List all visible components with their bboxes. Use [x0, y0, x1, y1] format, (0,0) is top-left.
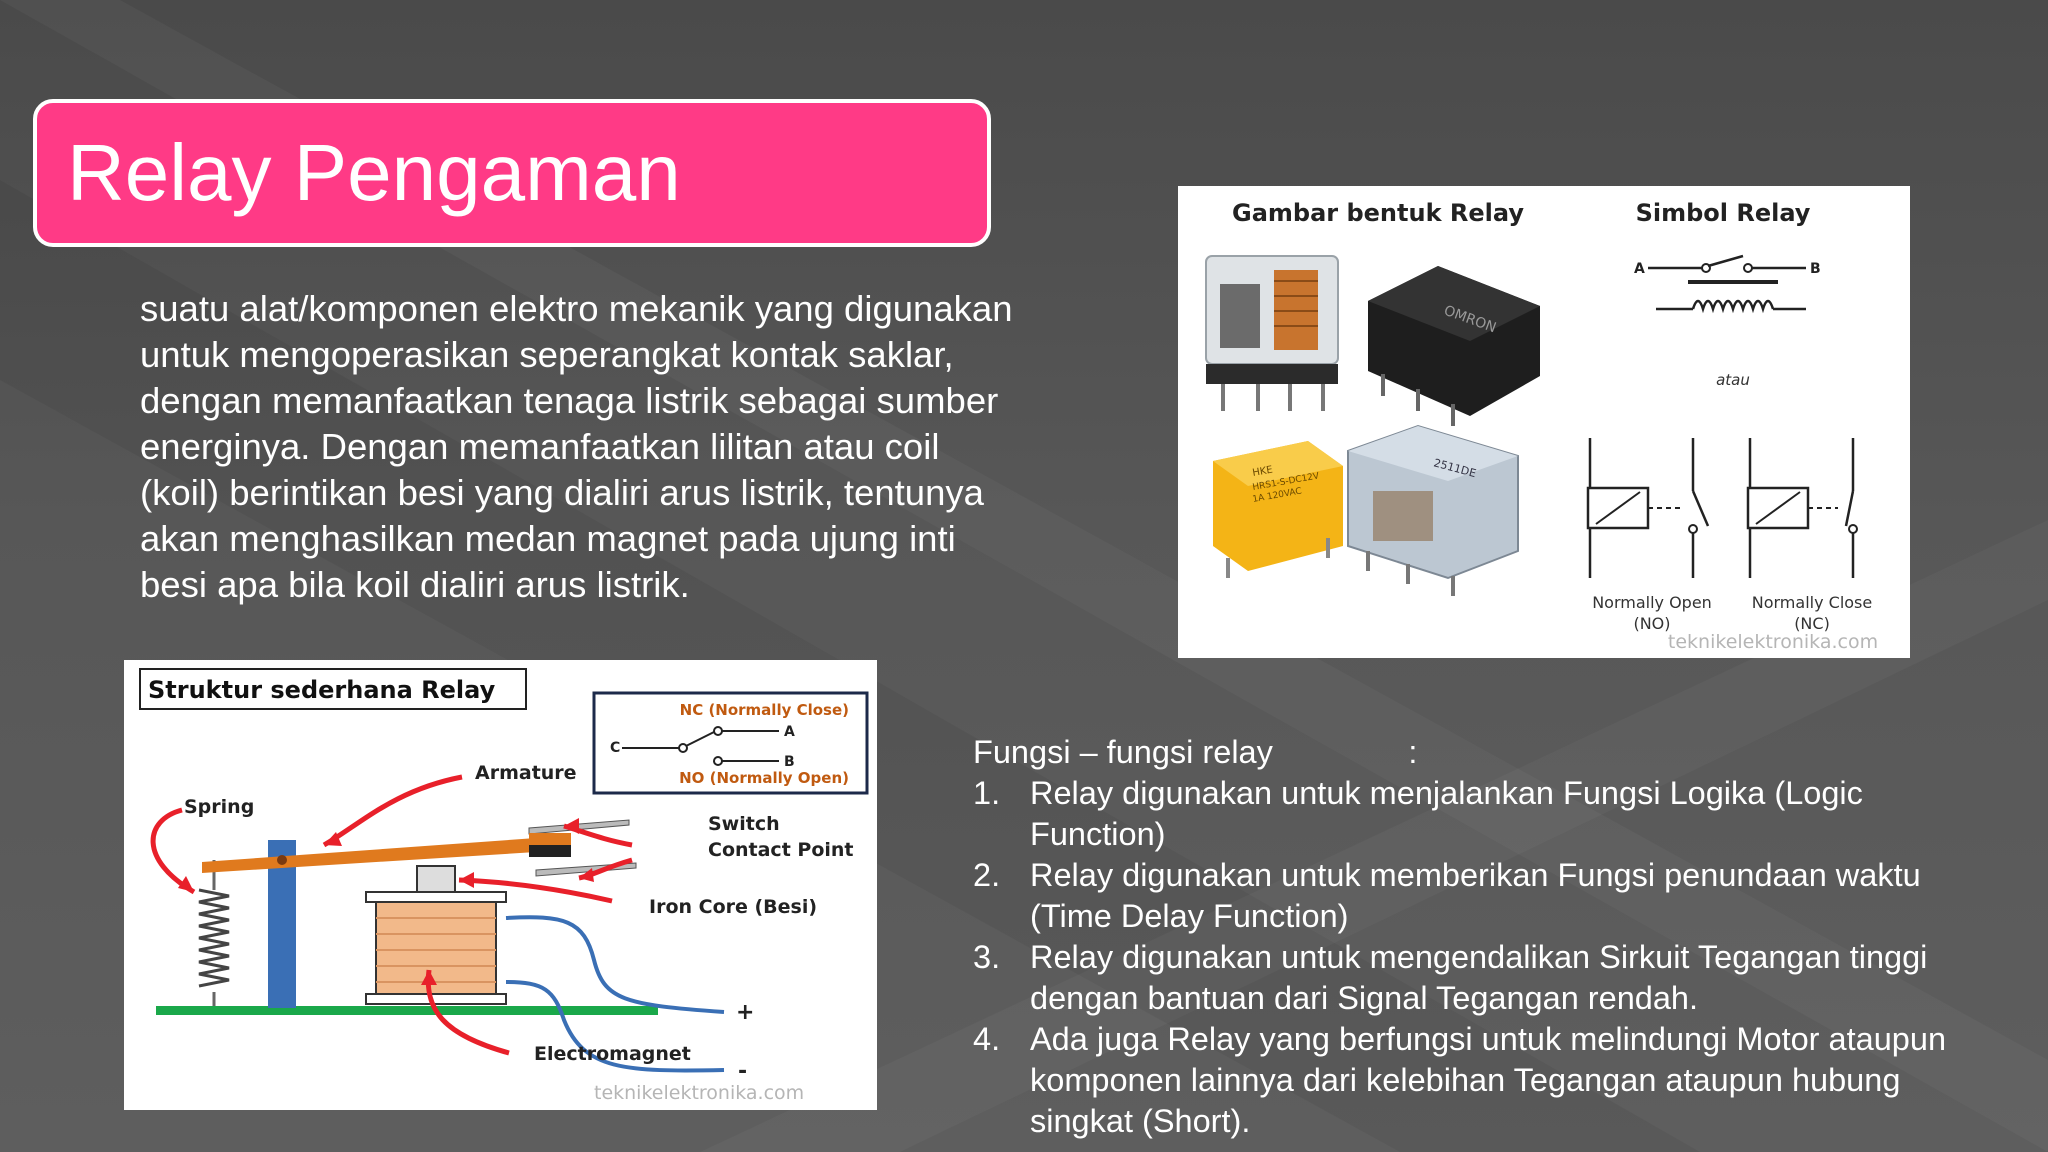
- terminal-plus: +: [736, 1000, 754, 1025]
- list-item: 2. Relay digunakan untuk memberikan Fungs…: [973, 855, 2003, 937]
- definition-paragraph: suatu alat/komponen elektro mekanik yang…: [140, 288, 1013, 605]
- normally-open-symbol: Normally Open (NO): [1586, 438, 1712, 633]
- normally-close-symbol: Normally Close (NC): [1746, 438, 1872, 633]
- ground-bar: [156, 1006, 658, 1015]
- arrow-heads: [178, 818, 594, 985]
- clear-relay-photo-2: 2511DE: [1347, 424, 1519, 596]
- clear-relay-photo: [1205, 255, 1339, 411]
- relay-symbol-heading: Simbol Relay: [1636, 199, 1811, 227]
- spring-coil: [198, 860, 230, 1006]
- relay-structure-figure: Struktur sederhana Relay NC (Normally Cl…: [124, 660, 877, 1110]
- list-item-number: 2.: [973, 857, 1001, 893]
- list-item-text: Ada juga Relay yang berfungsi untuk meli…: [1030, 1021, 1947, 1139]
- switch-contacts: [528, 819, 637, 877]
- label-armature: Armature: [475, 762, 577, 784]
- contact-legend: NC (Normally Close) NO (Normally Open) C…: [592, 691, 869, 795]
- list-item-text: Relay digunakan untuk mengendalikan Sirk…: [1030, 939, 1928, 1016]
- functions-list: 1. Relay digunakan untuk menjalankan Fung…: [973, 773, 2003, 1142]
- symbol-label-a: A: [1634, 261, 1645, 277]
- list-item-text: Relay digunakan untuk memberikan Fungsi …: [1030, 857, 1921, 934]
- legend-c: C: [610, 740, 620, 756]
- nc-label-1: Normally Close: [1752, 593, 1872, 612]
- symbol-atau: atau: [1716, 371, 1750, 389]
- relay-figure: Gambar bentuk Relay Simbol Relay OMRON: [1178, 186, 1910, 658]
- functions-heading: Fungsi – fungsi relay :: [973, 734, 1418, 770]
- relay-figure-watermark: teknikelektronika.com: [1668, 631, 1878, 653]
- no-label-1: Normally Open: [1592, 593, 1712, 612]
- wire-positive: [505, 915, 725, 1014]
- nc-legend-label: NC (Normally Close): [680, 701, 849, 719]
- structure-title-box: [139, 668, 527, 710]
- black-relay-photo: OMRON: [1368, 266, 1540, 426]
- wire-negative: [505, 980, 725, 1073]
- relay-shape-heading: Gambar bentuk Relay: [1232, 199, 1524, 227]
- electromagnet-coil: [365, 865, 507, 1005]
- list-item-number: 4.: [973, 1021, 1001, 1057]
- slide-title: Relay Pengaman: [67, 128, 681, 217]
- label-iron-core: Iron Core (Besi): [649, 896, 817, 918]
- label-spring: Spring: [184, 796, 254, 818]
- yellow-relay-photo: HKE HRS1-S-DC12V 1A 120VAC: [1213, 441, 1343, 578]
- no-legend-label: NO (Normally Open): [679, 769, 849, 787]
- label-electromagnet: Electromagnet: [534, 1043, 691, 1065]
- list-item-number: 1.: [973, 775, 1001, 811]
- legend-a: A: [784, 724, 795, 740]
- legend-b: B: [784, 754, 795, 770]
- list-item: 4. Ada juga Relay yang berfungsi untuk me…: [973, 1019, 2003, 1142]
- structure-title: Struktur sederhana Relay: [148, 676, 496, 704]
- label-switch: Switch: [708, 813, 780, 835]
- relay-symbol-switch: A B atau: [1634, 254, 1821, 389]
- list-item: 3. Relay digunakan untuk mengendalikan Si…: [973, 937, 2003, 1019]
- yellow-relay-text: HKE: [1252, 465, 1274, 479]
- label-contact-point: Contact Point: [708, 839, 854, 861]
- no-label-2: (NO): [1633, 614, 1670, 633]
- armature-bar: [202, 838, 536, 873]
- functions-section: Fungsi – fungsi relay : 1. Relay digunaka…: [973, 732, 2003, 1142]
- list-item-number: 3.: [973, 939, 1001, 975]
- symbol-label-b: B: [1810, 261, 1821, 277]
- title-banner: Relay Pengaman: [33, 99, 991, 247]
- terminal-minus: -: [738, 1059, 747, 1084]
- nc-label-2: (NC): [1794, 614, 1830, 633]
- list-item-text: Relay digunakan untuk menjalankan Fungsi…: [1030, 775, 1863, 852]
- list-item: 1. Relay digunakan untuk menjalankan Fung…: [973, 773, 2003, 855]
- structure-watermark: teknikelektronika.com: [594, 1082, 804, 1104]
